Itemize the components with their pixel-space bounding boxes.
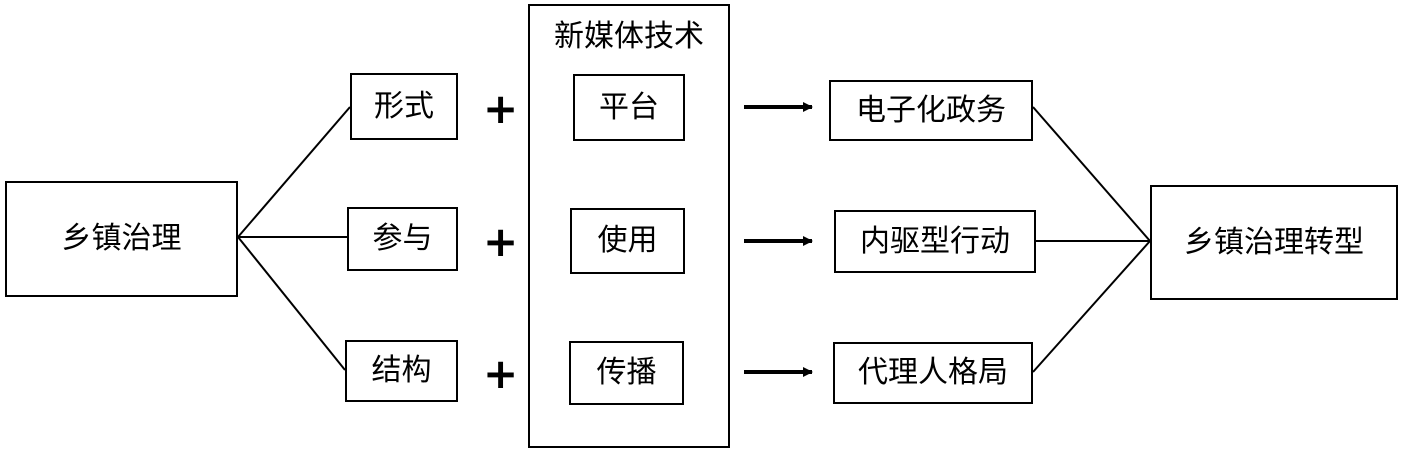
- connector-agent-pattern-to-target: [1032, 240, 1151, 373]
- plus-sign-participation: +: [483, 217, 519, 266]
- outcome-label-agent-pattern: 代理人格局: [858, 355, 1008, 390]
- plus-sign-form: +: [483, 84, 519, 133]
- new-media-label-platform: 平台: [599, 89, 659, 125]
- new-media-title: 新媒体技术: [554, 19, 704, 54]
- plus-sign-structure: +: [483, 349, 519, 398]
- target-node: 乡镇治理转型: [1150, 185, 1398, 300]
- new-media-label-usage: 使用: [597, 223, 658, 258]
- target-label: 乡镇治理转型: [1184, 224, 1364, 260]
- outcome-node-agent-pattern: 代理人格局: [833, 342, 1033, 404]
- outcome-node-egov: 电子化政务: [829, 80, 1033, 141]
- outcome-label-endogenous-action: 内驱型行动: [860, 223, 1010, 259]
- dimension-label-form: 形式: [374, 88, 434, 124]
- dimension-label-participation: 参与: [372, 221, 433, 256]
- source-node: 乡镇治理: [5, 181, 238, 297]
- new-media-item-usage: 使用: [570, 208, 685, 274]
- outcome-label-egov: 电子化政务: [856, 92, 1006, 128]
- outcome-node-endogenous-action: 内驱型行动: [834, 210, 1036, 273]
- new-media-label-dissemination: 传播: [596, 355, 657, 390]
- connector-source-to-form: [237, 106, 351, 238]
- dimension-node-participation: 参与: [347, 207, 458, 271]
- dimension-node-structure: 结构: [345, 340, 458, 402]
- source-label: 乡镇治理: [61, 221, 182, 256]
- connector-source-to-structure: [237, 236, 346, 371]
- dimension-node-form: 形式: [350, 73, 458, 140]
- dimension-label-structure: 结构: [371, 353, 432, 388]
- new-media-item-platform: 平台: [573, 74, 685, 141]
- new-media-item-dissemination: 传播: [569, 341, 684, 405]
- connector-egov-to-target: [1032, 106, 1151, 242]
